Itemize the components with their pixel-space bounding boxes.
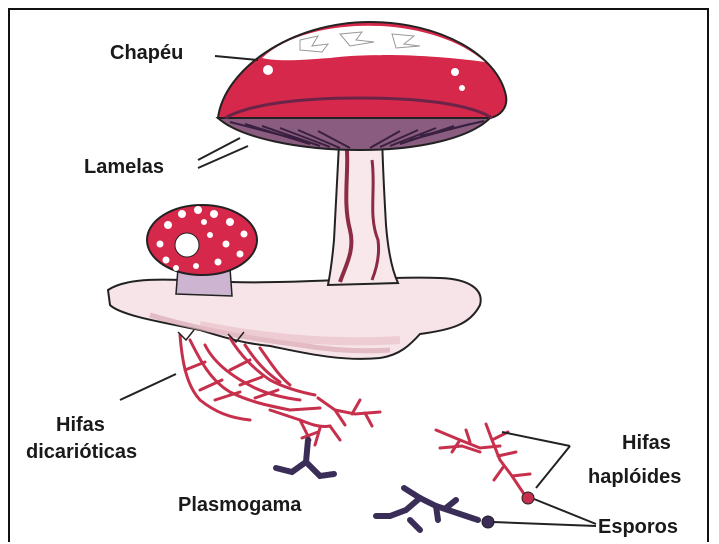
label-hifas-dicarioticas-line2: dicarióticas xyxy=(26,441,137,463)
plasmogamy-hypha xyxy=(276,440,334,476)
label-plasmogama: Plasmogama xyxy=(178,494,301,516)
haploid-hypha-dark xyxy=(376,488,478,530)
red-spore xyxy=(522,492,534,504)
mature-cap xyxy=(218,22,506,150)
label-esporos: Esporos xyxy=(598,516,678,538)
label-lamelas: Lamelas xyxy=(84,156,164,178)
label-hifas-haploides-line2: haplóides xyxy=(588,466,681,488)
label-hifas-haploides-line1: Hifas xyxy=(622,432,671,454)
label-hifas-dicarioticas-line1: Hifas xyxy=(56,414,105,436)
dark-spore xyxy=(482,516,494,528)
label-chapeu: Chapéu xyxy=(110,42,183,64)
substrate xyxy=(108,278,481,359)
